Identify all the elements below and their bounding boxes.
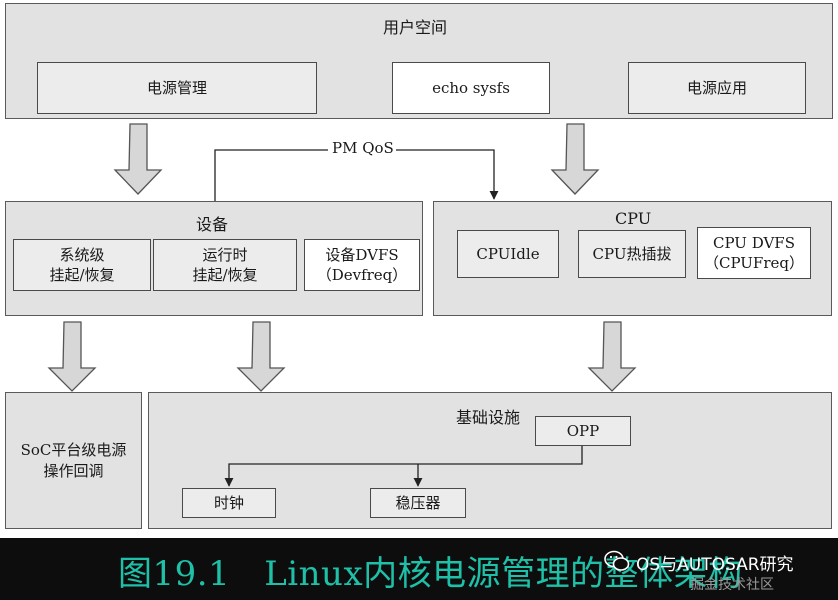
arrow-device-to-soc (47, 321, 97, 392)
clock-box: 时钟 (182, 488, 276, 518)
figure-title: Linux内核电源管理的整体架构 (264, 554, 743, 594)
runtime-suspend-resume-box: 运行时 挂起/恢复 (153, 239, 297, 291)
power-application-box: 电源应用 (628, 62, 806, 114)
watermark-subtitle: 掘金技术社区 (690, 577, 774, 593)
cpu-hotplug-box: CPU热插拔 (578, 230, 686, 278)
figure-number: 图19.1 (118, 554, 231, 594)
cpu-title: CPU (615, 209, 652, 228)
device-dvfs-box: 设备DVFS （Devfreq） (304, 239, 420, 291)
watermark-name: OS与AUTOSAR研究 (636, 555, 794, 575)
pm-qos-connector (214, 149, 494, 201)
arrow-power-mgmt-to-device (113, 123, 163, 195)
figure-caption: 图19.1 Linux内核电源管理的整体架构 (118, 546, 743, 595)
infrastructure-title: 基础设施 (456, 408, 521, 427)
opp-to-clock-connector (224, 446, 583, 487)
regulator-box: 稳压器 (370, 488, 466, 518)
arrow-power-app-to-cpu (550, 123, 600, 195)
arrow-device-to-infrastructure (236, 321, 286, 392)
device-title: 设备 (196, 215, 229, 234)
user-space-title: 用户空间 (383, 18, 448, 37)
wechat-icon (604, 550, 630, 571)
cpu-dvfs-box: CPU DVFS （CPUFreq） (697, 227, 811, 279)
pm-qos-label: PM QoS (332, 139, 394, 157)
caption-bar (0, 538, 838, 600)
arrow-cpu-to-infrastructure (587, 321, 637, 392)
opp-box: OPP (535, 416, 631, 446)
soc-power-callback-box: SoC平台级电源 操作回调 (5, 392, 142, 529)
echo-sysfs-box: echo sysfs (392, 62, 550, 114)
system-suspend-resume-box: 系统级 挂起/恢复 (13, 239, 151, 291)
cpuidle-box: CPUIdle (457, 230, 559, 278)
power-management-box: 电源管理 (37, 62, 317, 114)
